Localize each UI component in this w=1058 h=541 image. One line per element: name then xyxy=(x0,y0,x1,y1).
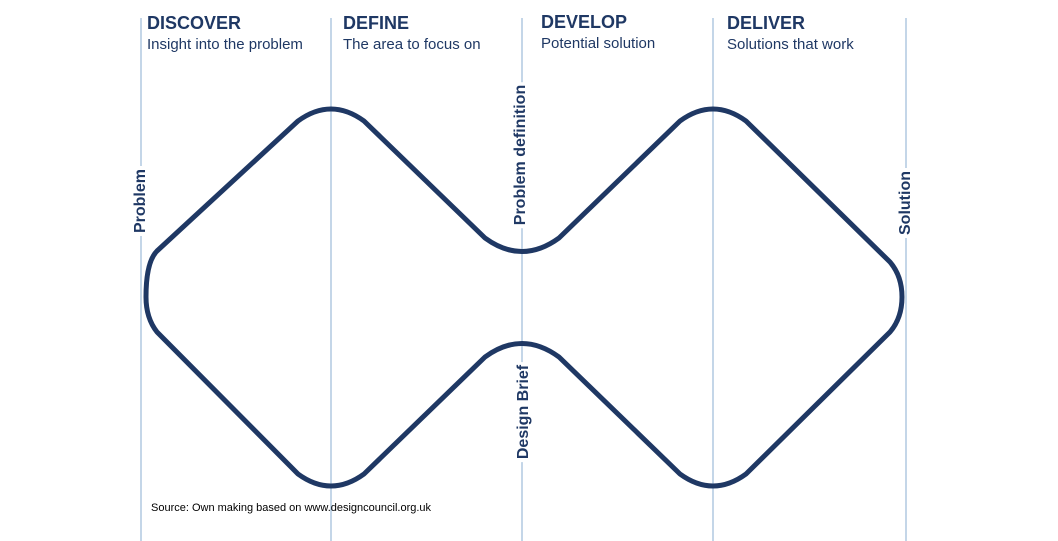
phase-deliver-title: DELIVER xyxy=(727,13,806,33)
milestone-design-brief-label: Design Brief xyxy=(515,361,533,463)
phase-develop-subtitle: Potential solution xyxy=(541,35,656,52)
phase-discover-title: DISCOVER xyxy=(147,13,242,33)
phase-define-title: DEFINE xyxy=(343,13,410,33)
phase-define-subtitle: The area to focus on xyxy=(343,36,481,53)
double-diamond-outline xyxy=(143,106,905,489)
source-caption: Source: Own making based on www.designco… xyxy=(151,502,432,514)
phase-discover: DISCOVER Insight into the problem xyxy=(147,12,303,55)
phase-develop: DEVELOP Potential solution xyxy=(541,11,655,54)
phase-develop-title: DEVELOP xyxy=(541,12,628,32)
phase-define: DEFINE The area to focus on xyxy=(343,12,481,55)
phase-deliver: DELIVER Solutions that work xyxy=(727,12,854,55)
milestone-problem-label: Problem xyxy=(132,165,150,237)
phase-deliver-subtitle: Solutions that work xyxy=(727,36,854,53)
milestone-problem-definition-label: Problem definition xyxy=(512,81,530,229)
milestone-solution-label: Solution xyxy=(897,168,915,238)
phase-discover-subtitle: Insight into the problem xyxy=(147,36,303,53)
